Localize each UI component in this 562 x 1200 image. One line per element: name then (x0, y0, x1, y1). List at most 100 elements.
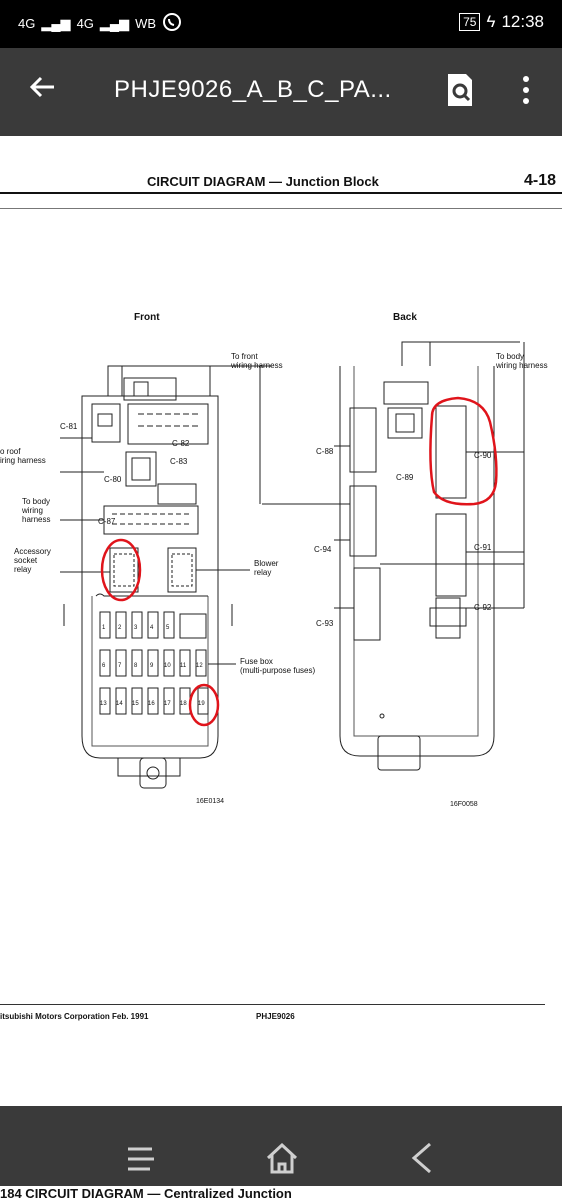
fuse-5: 5 (163, 611, 175, 639)
label-c88: C-88 (316, 447, 334, 456)
svg-text:11: 11 (180, 663, 187, 669)
whatsapp-icon (162, 12, 182, 35)
back-junction-block (259, 341, 525, 771)
label-blower: Blower (254, 559, 279, 568)
fuse-15: 15 (131, 687, 143, 715)
clock: 12:38 (501, 12, 544, 31)
svg-text:9: 9 (150, 663, 154, 669)
fuse-18: 18 (179, 687, 191, 715)
fuse-7: 7 (115, 649, 127, 677)
front-junction-block (60, 365, 272, 789)
svg-text:6: 6 (102, 663, 106, 669)
fuse-3: 3 (131, 611, 143, 639)
label-c94: C-94 (314, 545, 332, 554)
label-fuse-box: Fuse box (240, 657, 273, 666)
navigation-bar (0, 1106, 562, 1200)
svg-text:18: 18 (180, 701, 187, 707)
annotation-accessory-relay (100, 538, 142, 602)
pdf-page-viewer[interactable]: CIRCUIT DIAGRAM — Junction Block 4-18 Fr… (0, 136, 562, 1106)
more-vert-icon[interactable] (516, 72, 536, 108)
battery-icon: 75 (459, 13, 481, 31)
search-document-icon[interactable] (444, 72, 476, 108)
footer-rule (0, 1004, 545, 1005)
label-c82: C-82 (172, 439, 190, 448)
signal-1: 4G (18, 16, 36, 31)
label-back-code: 16F0058 (450, 801, 478, 808)
label-c93: C-93 (316, 619, 334, 628)
svg-text:3: 3 (134, 625, 138, 631)
label-to-front: To front (231, 352, 258, 361)
header-rule-thin (0, 208, 562, 209)
fuse-1: 1 (99, 611, 111, 639)
svg-text:7: 7 (118, 663, 122, 669)
label-body-harness: harness (22, 515, 50, 524)
svg-text:1: 1 (102, 625, 106, 631)
fuse-8: 8 (131, 649, 143, 677)
label-c91: C-91 (474, 543, 492, 552)
annotation-c90 (429, 396, 498, 506)
fuse-17: 17 (163, 687, 175, 715)
status-left: 4G ▂▄▆ 4G ▂▄▆ WB (18, 12, 182, 35)
menu-icon[interactable] (124, 1144, 158, 1174)
svg-text:16: 16 (148, 701, 155, 707)
svg-text:5: 5 (166, 625, 170, 631)
svg-text:8: 8 (134, 663, 138, 669)
back-label: Back (393, 312, 417, 323)
svg-text:19: 19 (198, 701, 205, 707)
label-to-roof: o roof (0, 447, 21, 456)
svg-text:14: 14 (116, 701, 123, 707)
fuse-grid: 1 2 3 4 5 6 7 8 9 10 11 12 13 14 15 16 1… (99, 611, 209, 715)
svg-text:12: 12 (196, 663, 203, 669)
back-arrow-icon[interactable] (28, 72, 56, 108)
label-c87: C-87 (98, 517, 116, 526)
svg-text:10: 10 (164, 663, 171, 669)
signal-bars-icon: ▂▄▆ (41, 15, 71, 31)
label-c92: C-92 (474, 603, 492, 612)
fuse-16: 16 (147, 687, 159, 715)
header-rule (0, 192, 562, 194)
svg-text:2: 2 (118, 625, 122, 631)
svg-text:13: 13 (100, 701, 107, 707)
red-annotations (100, 396, 498, 727)
front-label: Front (134, 312, 160, 323)
document-title: PHJE9026_A_B_C_PA... (114, 76, 392, 103)
footer-corporation: itsubishi Motors Corporation Feb. 1991 (0, 1012, 149, 1021)
fuse-11: 11 (179, 649, 191, 677)
svg-text:17: 17 (164, 701, 171, 707)
label-c83: C-83 (170, 457, 188, 466)
label-front-wiring: wiring harness (230, 361, 283, 370)
charging-icon: ϟ (486, 12, 496, 31)
label-roof-harness: iring harness (0, 456, 46, 465)
fuse-10: 10 (163, 649, 175, 677)
label-blower-relay: relay (254, 568, 271, 577)
label-c89: C-89 (396, 473, 414, 482)
page-header-title: CIRCUIT DIAGRAM — Junction Block (147, 174, 379, 189)
front-callouts: To front wiring harness C-81 C-82 C-83 C… (0, 352, 315, 805)
signal-2: 4G (76, 16, 94, 31)
label-relay: relay (14, 565, 31, 574)
annotation-fuse-19 (188, 683, 220, 727)
fuse-14: 14 (115, 687, 127, 715)
page-number: 4-18 (524, 172, 557, 189)
label-to-body: To body (22, 497, 50, 506)
home-icon[interactable] (264, 1140, 300, 1176)
signal-bars-icon-2: ▂▄▆ (99, 15, 130, 31)
label-back-wiring: wiring harness (495, 361, 548, 370)
fuse-6: 6 (99, 649, 111, 677)
label-front-code: 16E0134 (196, 798, 224, 805)
svg-text:4: 4 (150, 625, 154, 631)
fuse-2: 2 (115, 611, 127, 639)
status-right: 75 ϟ 12:38 (459, 12, 544, 32)
fuse-13: 13 (99, 687, 111, 715)
status-bar: 4G ▂▄▆ 4G ▂▄▆ WB 75 ϟ 12:38 (0, 0, 562, 48)
label-body-wiring: wiring (21, 506, 43, 515)
label-c80: C-80 (104, 475, 122, 484)
back-callouts: To body wiring harness C-88 C-89 C-90 C-… (314, 352, 548, 808)
next-page-peek: 184 CIRCUIT DIAGRAM — Centralized Juncti… (0, 1186, 562, 1200)
label-back-to-body: To body (496, 352, 524, 361)
carrier-label: WB (135, 16, 157, 31)
label-c81: C-81 (60, 422, 78, 431)
fuse-4: 4 (147, 611, 159, 639)
nav-back-icon[interactable] (408, 1140, 436, 1176)
label-accessory: Accessory (14, 547, 51, 556)
